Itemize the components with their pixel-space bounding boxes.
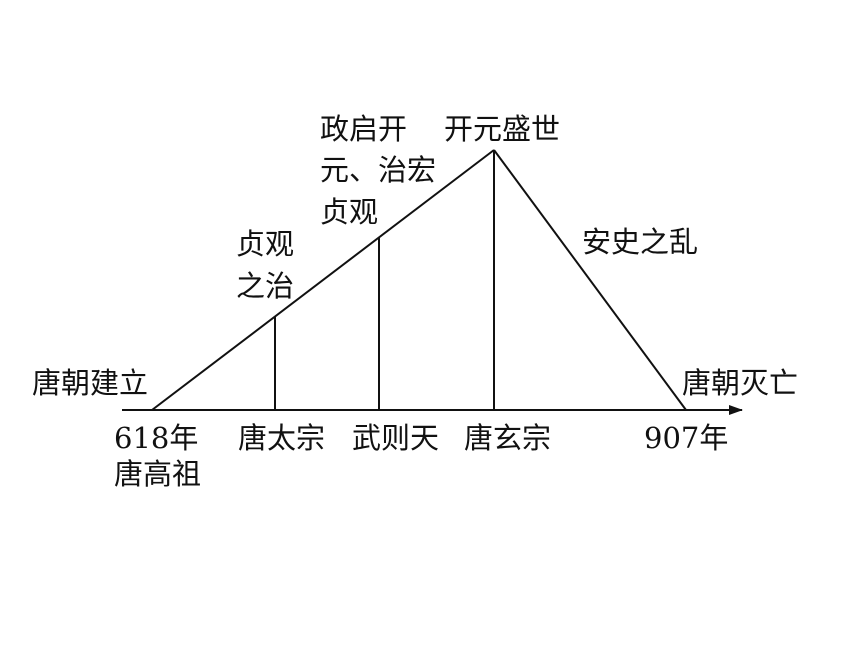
event-label-zhengqi-line1: 政启开 [320,112,407,146]
decline-event-label: 安史之乱 [582,225,698,259]
emperor-label-xuanzong: 唐玄宗 [464,421,551,455]
end-year-label: 907年 [644,421,728,455]
event-label-kaiyuan: 开元盛世 [444,112,560,146]
emperor-label-wuzetian: 武则天 [352,421,439,455]
start-year-label: 618年 [114,421,198,455]
start-emperor-label: 唐高祖 [114,457,201,491]
decline-line [493,149,687,411]
rise-line [151,149,495,411]
event-label-zhenguan-line1: 贞观 [236,227,294,261]
event-label-zhenguan-line2: 之治 [236,269,294,303]
event-label-zhengqi-line3: 贞观 [320,195,378,229]
event-label-zhengqi-line2: 元、治宏 [320,153,436,187]
start-event-label: 唐朝建立 [32,366,148,400]
end-event-label: 唐朝灭亡 [682,366,798,400]
emperor-label-taizong: 唐太宗 [238,421,325,455]
